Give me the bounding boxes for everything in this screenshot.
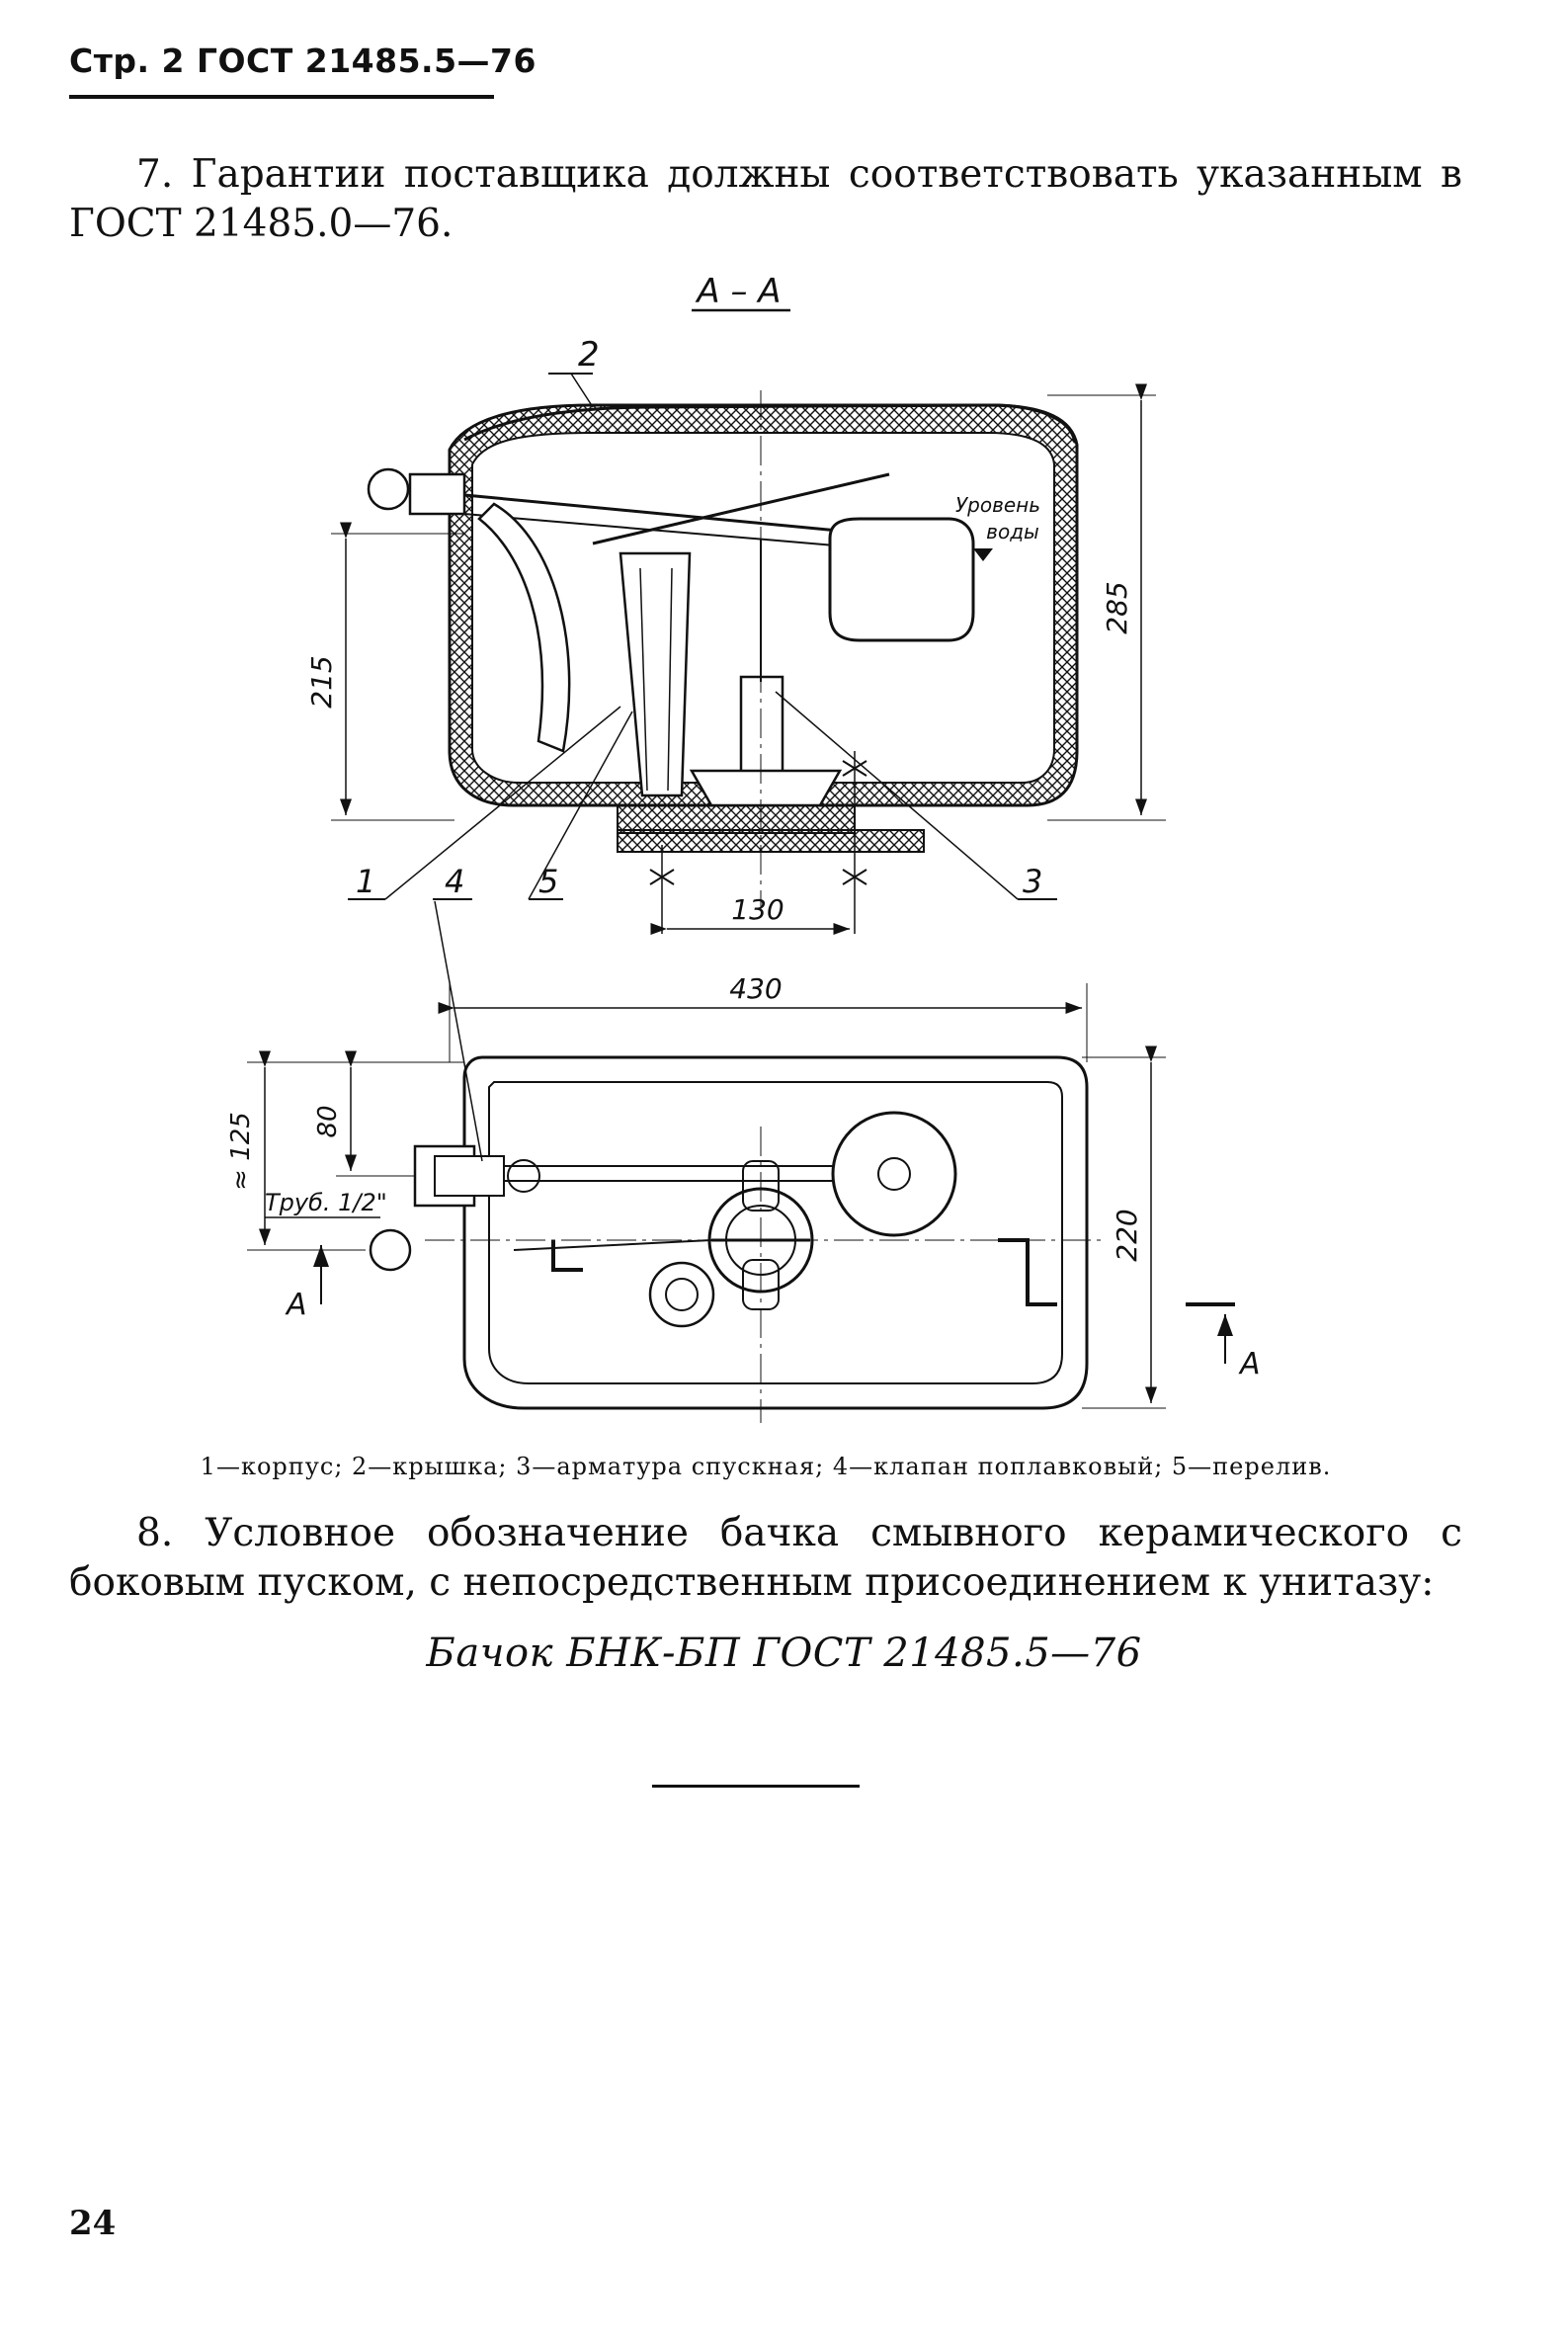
tank-plan-inner [488,1081,1063,1384]
designation: Бачок БНК-БП ГОСТ 21485.5—76 [426,1630,1142,1676]
drain-valve-stem [739,675,784,778]
dim-285: 285 [1101,581,1133,633]
float [828,517,975,642]
dim-80: 80 [313,1105,343,1137]
pipe-label: Труб. 1/2" [265,1189,387,1216]
clause-7-number: 7. [136,152,174,197]
inlet-ball [367,467,410,511]
callout-2: 2 [578,335,600,375]
clause-7-text: Гарантии поставщика должны соответствова… [69,152,1462,246]
inlet-fitting [408,472,466,516]
dim-430: 430 [729,972,782,1005]
float-arm [454,492,870,536]
dim-220: 220 [1111,1209,1143,1261]
plan-view: 430 [226,900,1261,1423]
dim-approx-125: ≈ 125 [226,1112,256,1191]
callout-1: 1 [356,863,375,900]
water-level-symbol [973,548,993,561]
dim-215: 215 [305,655,338,708]
dim-130: 130 [731,893,784,926]
overflow-tube [619,551,692,797]
outlet-nut [617,804,856,834]
figure-caption: 1—корпус; 2—крышка; 3—арматура спускная;… [200,1453,1332,1480]
overflow-plan [648,1261,715,1328]
callout-5: 5 [538,863,558,900]
clause-8: 8. Условное обозначение бачка смывного к… [69,1509,1462,1608]
section-view: Уровень воды 2 1 4 5 3 [305,335,1166,935]
flush-tank-drawing: А – А [226,272,1261,1423]
running-header: Стр. 2 ГОСТ 21485.5—76 [69,42,536,80]
cut-marker-right: А [1238,1347,1261,1381]
callout-4: 4 [445,863,464,900]
float-plan [831,1111,957,1237]
callout-3: 3 [1023,863,1042,900]
tank-plan-outline [462,1055,1089,1410]
header-rule [69,95,494,99]
end-rule [652,1785,860,1788]
lever-arm [592,472,890,545]
clause-8-number: 8. [136,1511,174,1555]
clause-8-text: Условное обозначение бачка смывного кера… [69,1511,1462,1605]
cut-marker-left: А [285,1288,307,1322]
inlet-tube [477,502,571,753]
water-level-label-2: воды [986,520,1039,543]
water-level-label-1: Уровень [955,493,1040,517]
section-label: А – А [695,272,781,311]
clause-7: 7. Гарантии поставщика должны соответств… [69,150,1462,249]
page-number: 24 [69,2204,117,2243]
drain-valve-seat [689,769,843,807]
tank-lid [463,403,1077,444]
handle-ball-plan [369,1228,412,1272]
